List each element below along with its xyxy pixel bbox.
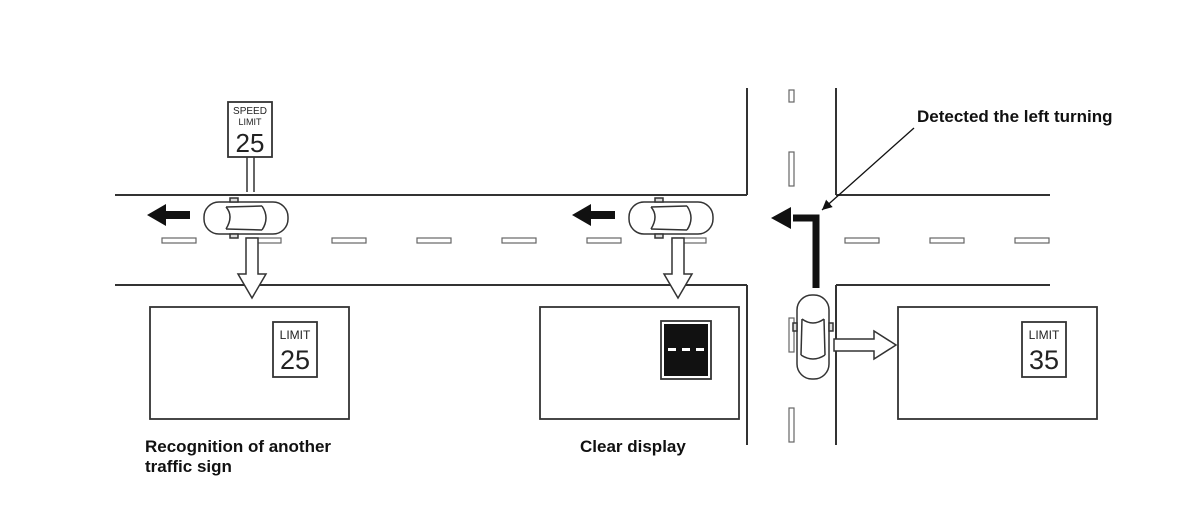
roadside-sign-value: 25 bbox=[236, 128, 265, 158]
hollow-arrow-right bbox=[833, 329, 898, 361]
caption-panel-1: Recognition of another traffic sign bbox=[145, 437, 331, 477]
display-panel-2 bbox=[539, 306, 740, 420]
roadside-sign-line2: LIMIT bbox=[238, 117, 262, 127]
hollow-arrow-down-1 bbox=[236, 237, 268, 300]
panel-3-limit-sign bbox=[1021, 321, 1067, 378]
display-panel-3: LIMIT 35 bbox=[897, 306, 1098, 420]
panel-3-sign-label: LIMIT bbox=[1029, 328, 1060, 342]
panel-1-sign-value: 25 bbox=[280, 345, 310, 375]
car-left-1 bbox=[203, 197, 289, 239]
callout-leader-line bbox=[821, 127, 915, 211]
direction-arrow-left-2 bbox=[572, 204, 615, 226]
caption-panel-2: Clear display bbox=[580, 437, 686, 457]
panel-1-sign-label: LIMIT bbox=[280, 328, 311, 342]
roadside-speed-limit-sign: SPEED LIMIT 25 bbox=[227, 101, 273, 192]
caption-panel-2-line1: Clear display bbox=[580, 437, 686, 456]
lane-dashes-vertical bbox=[788, 89, 795, 443]
car-turning bbox=[792, 294, 834, 380]
panel-1-limit-sign bbox=[272, 321, 318, 378]
left-turn-arrow bbox=[771, 207, 820, 288]
roadside-sign-line1: SPEED bbox=[233, 106, 267, 117]
road-edges bbox=[115, 88, 1050, 445]
direction-arrow-left-1 bbox=[147, 204, 190, 226]
callout-text: Detected the left turning bbox=[917, 107, 1113, 126]
caption-panel-1-line1: Recognition of another bbox=[145, 437, 332, 456]
panel-2-cleared-sign bbox=[660, 320, 712, 380]
display-panel-1: LIMIT 25 bbox=[149, 306, 350, 420]
car-left-2 bbox=[628, 197, 714, 239]
hollow-arrow-down-2 bbox=[662, 237, 694, 300]
caption-panel-1-line2: traffic sign bbox=[145, 457, 232, 476]
panel-3-sign-value: 35 bbox=[1029, 345, 1059, 375]
lane-dashes-horizontal bbox=[161, 237, 1050, 244]
